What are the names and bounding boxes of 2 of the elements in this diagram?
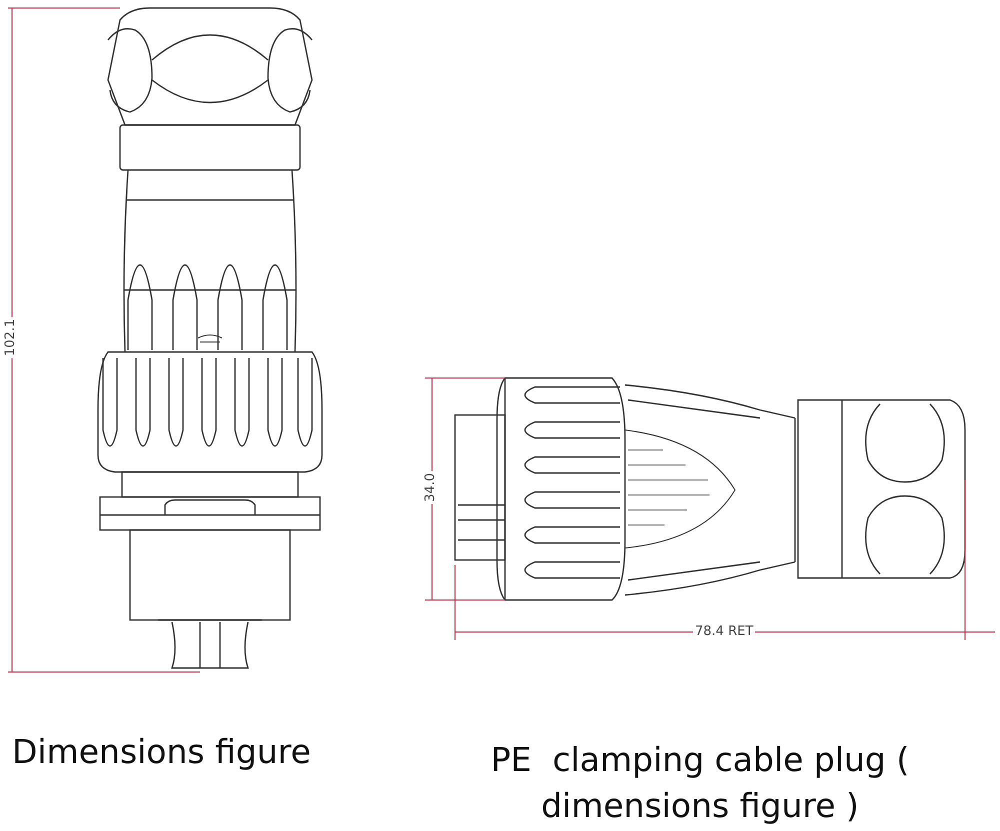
figure-caption: PE clamping cable plug ( dimensions figure )	[490, 739, 910, 827]
figure-caption: Dimensions figure	[12, 732, 311, 771]
